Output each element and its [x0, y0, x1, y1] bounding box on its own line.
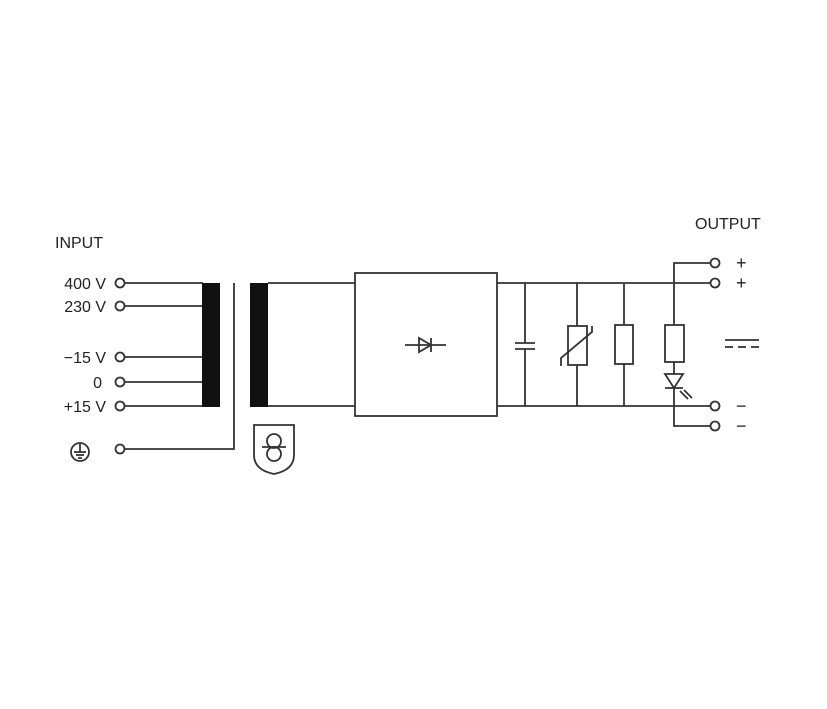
diode-icon: [405, 336, 446, 354]
output-title: OUTPUT: [695, 216, 761, 233]
direct-current-icon: [725, 339, 759, 348]
output-label-minus-2: −: [736, 416, 747, 436]
output-label-plus-1: +: [736, 253, 747, 273]
led-indicator-branch: [663, 262, 711, 427]
input-terminals: [114, 277, 126, 455]
terminal-label-minus15v: −15 V: [64, 350, 107, 367]
capacitor-icon: [515, 283, 535, 406]
terminal-label-plus15v: +15 V: [64, 399, 107, 416]
protective-earth-icon: [70, 442, 90, 462]
resistor-icon: [614, 283, 634, 406]
output-label-plus-2: +: [736, 273, 747, 293]
terminal-label-0: 0: [93, 375, 102, 392]
output-terminals: [709, 257, 721, 432]
input-title: INPUT: [55, 235, 103, 252]
varistor-icon: [560, 283, 593, 406]
output-label-minus-1: −: [736, 396, 747, 416]
terminal-label-230v: 230 V: [64, 299, 106, 316]
rectifier-block: [354, 272, 498, 417]
transformer-secondary-core: [250, 283, 268, 407]
terminal-label-400v: 400 V: [64, 276, 106, 293]
transformer-primary-core: [202, 283, 220, 407]
safety-isolating-transformer-icon: [253, 424, 295, 475]
input-wires: [124, 282, 235, 450]
